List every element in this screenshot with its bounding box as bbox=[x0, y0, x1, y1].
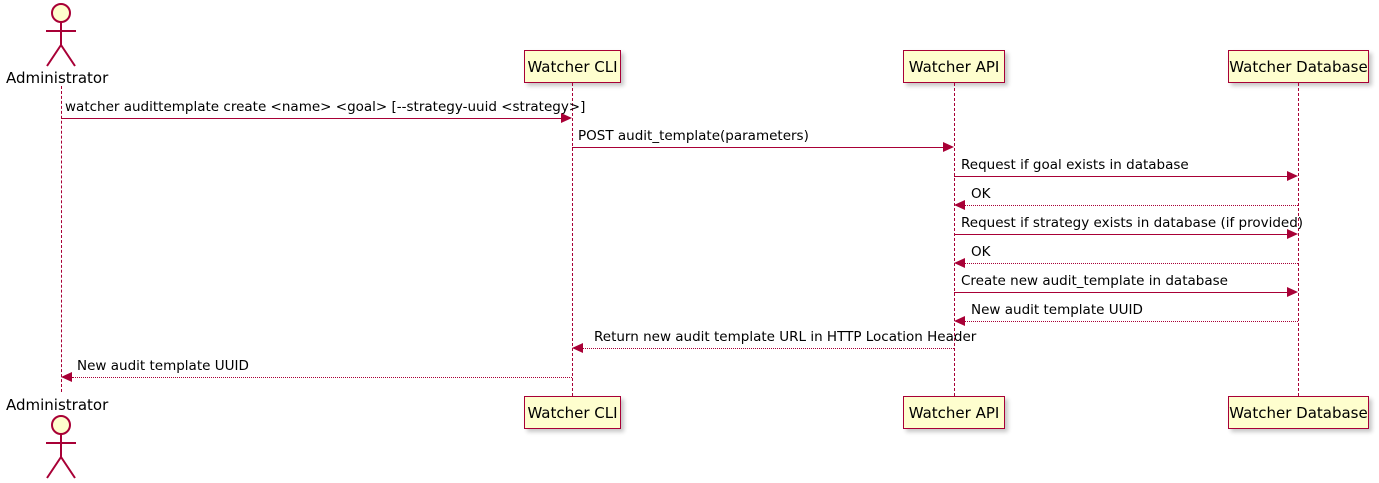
message-arrowhead-4 bbox=[954, 200, 965, 210]
message-label-1: watcher audittemplate create <name> <goa… bbox=[65, 99, 586, 115]
actor-figure-administrator-top bbox=[34, 2, 90, 68]
actor-figure-administrator-bottom bbox=[34, 414, 90, 480]
participant-box-watcher-database-bottom[interactable]: Watcher Database bbox=[1228, 396, 1369, 429]
message-arrowhead-6 bbox=[954, 258, 965, 268]
lifeline-watcher-cli bbox=[572, 83, 573, 396]
lifeline-administrator bbox=[61, 86, 62, 392]
message-arrowhead-7 bbox=[1287, 287, 1298, 297]
lifeline-watcher-api bbox=[954, 83, 955, 396]
message-line-8 bbox=[965, 321, 1298, 322]
message-line-4 bbox=[965, 205, 1298, 206]
message-arrowhead-5 bbox=[1287, 229, 1298, 239]
message-label-10: New audit template UUID bbox=[77, 358, 249, 374]
message-line-9 bbox=[583, 348, 954, 349]
lifeline-watcher-database bbox=[1298, 83, 1299, 396]
message-label-3: Request if goal exists in database bbox=[961, 157, 1189, 173]
participant-box-watcher-database-top[interactable]: Watcher Database bbox=[1228, 50, 1369, 83]
message-line-3 bbox=[954, 176, 1287, 177]
participant-box-watcher-cli-bottom[interactable]: Watcher CLI bbox=[524, 396, 621, 429]
participant-box-watcher-cli-top[interactable]: Watcher CLI bbox=[524, 50, 621, 83]
message-arrowhead-8 bbox=[954, 316, 965, 326]
message-label-2: POST audit_template(parameters) bbox=[578, 128, 809, 144]
message-line-2 bbox=[572, 147, 943, 148]
message-arrowhead-10 bbox=[61, 372, 72, 382]
message-label-5: Request if strategy exists in database (… bbox=[961, 215, 1304, 231]
message-label-9: Return new audit template URL in HTTP Lo… bbox=[594, 329, 977, 345]
participant-box-watcher-api-bottom[interactable]: Watcher API bbox=[903, 396, 1005, 429]
message-line-10 bbox=[72, 377, 572, 378]
participant-label-administrator-top: Administrator bbox=[6, 69, 109, 87]
message-line-5 bbox=[954, 234, 1287, 235]
message-line-1 bbox=[61, 118, 561, 119]
message-line-6 bbox=[965, 263, 1298, 264]
message-line-7 bbox=[954, 292, 1287, 293]
message-arrowhead-3 bbox=[1287, 171, 1298, 181]
participant-label-administrator-bottom: Administrator bbox=[6, 396, 109, 414]
message-label-6: OK bbox=[971, 244, 991, 260]
message-label-8: New audit template UUID bbox=[971, 302, 1143, 318]
message-label-7: Create new audit_template in database bbox=[961, 273, 1228, 289]
message-arrowhead-1 bbox=[561, 113, 572, 123]
message-arrowhead-9 bbox=[572, 343, 583, 353]
message-label-4: OK bbox=[971, 186, 991, 202]
participant-box-watcher-api-top[interactable]: Watcher API bbox=[903, 50, 1005, 83]
message-arrowhead-2 bbox=[943, 142, 954, 152]
